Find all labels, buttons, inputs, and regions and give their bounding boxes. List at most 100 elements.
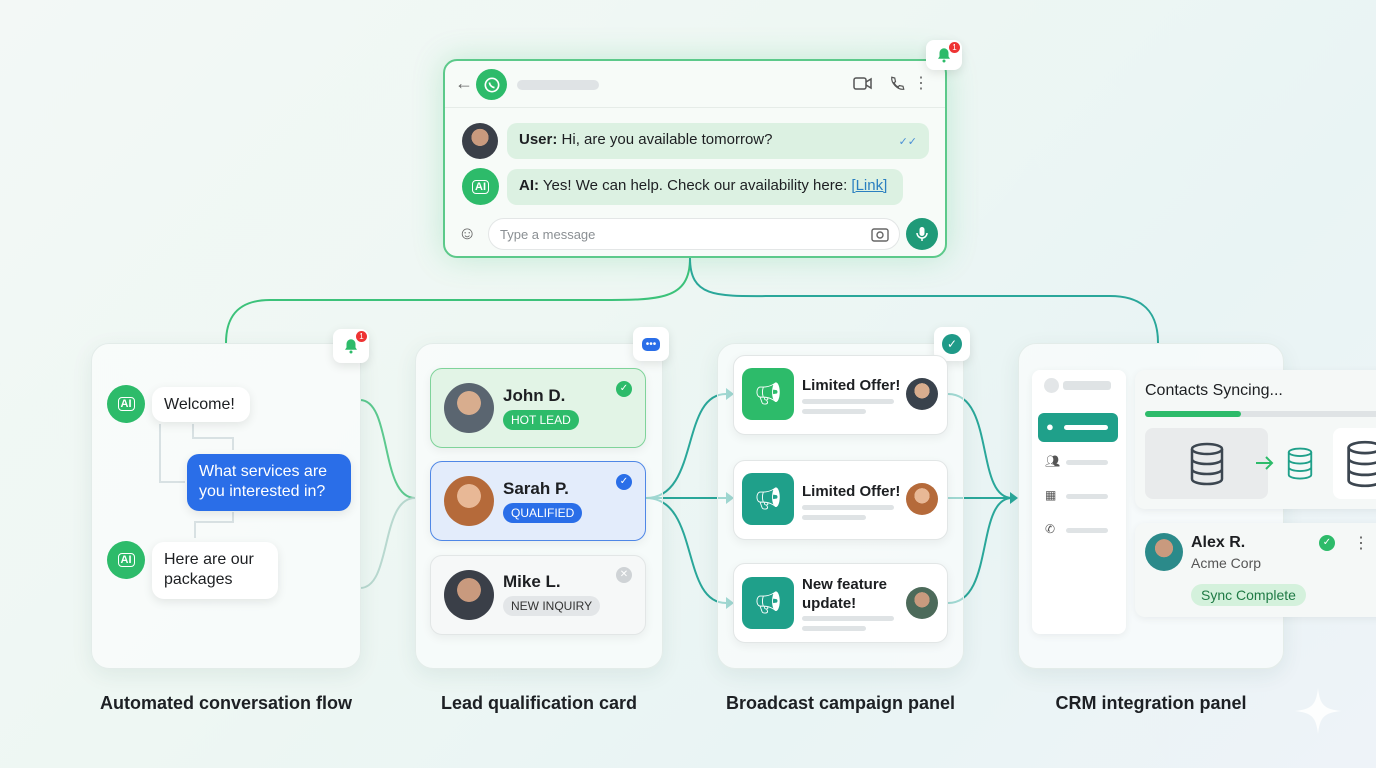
placeholder-line <box>802 616 894 621</box>
lead-avatar <box>444 383 494 433</box>
lead-status-tag: HOT LEAD <box>503 410 579 430</box>
broadcast-caption: Broadcast campaign panel <box>725 693 956 713</box>
database-icon <box>1190 442 1223 485</box>
notification-count: 1 <box>949 42 960 53</box>
lead-status-tag: QUALIFIED <box>503 503 583 523</box>
sync-status-card: Contacts Syncing... <box>1135 370 1376 509</box>
message-input-placeholder: Type a message <box>500 227 596 242</box>
sync-status-tag: Sync Complete <box>1191 584 1306 606</box>
placeholder-line <box>802 505 894 510</box>
recipient-avatar <box>906 587 938 619</box>
conversation-flow-caption: Automated conversation flow <box>99 693 353 713</box>
campaign-title: Limited Offer! <box>802 377 901 394</box>
placeholder-line <box>802 515 866 520</box>
sync-progress-fill <box>1145 411 1241 417</box>
chat-header: ← ⋮ <box>445 61 945 108</box>
lead-name: Sarah P. <box>503 479 569 498</box>
flow-notification-badge[interactable]: 1 <box>333 329 369 363</box>
lead-name: John D. <box>503 386 566 405</box>
recipient-avatar <box>906 378 938 410</box>
microphone-icon <box>916 227 928 241</box>
welcome-bubble: Welcome! <box>152 387 250 422</box>
video-call-icon[interactable] <box>853 76 873 92</box>
more-options-icon[interactable]: ⋮ <box>1353 535 1369 552</box>
packages-bubble: Here are our packages <box>152 542 278 599</box>
team-icon[interactable]: 👥︎ <box>1045 454 1061 468</box>
notification-count: 1 <box>356 331 367 342</box>
contact-name-placeholder <box>517 80 599 90</box>
bell-icon <box>938 48 950 63</box>
placeholder-line <box>1063 381 1111 390</box>
ai-sender-label: AI: <box>519 177 539 194</box>
check-icon: ✓ <box>1319 535 1335 551</box>
user-message-text: Hi, are you available tomorrow? <box>557 131 773 148</box>
placeholder-line <box>1066 528 1108 533</box>
sync-title: Contacts Syncing... <box>1145 382 1283 399</box>
contact-company: Acme Corp <box>1191 555 1262 571</box>
placeholder-line <box>1066 460 1108 465</box>
chat-notification-badge[interactable]: 1 <box>926 40 962 70</box>
crm-sidebar: ● 👥︎ ▦ ✆ <box>1032 370 1126 634</box>
placeholder-line <box>802 409 866 414</box>
read-receipt-icon: ✓✓ <box>898 136 917 148</box>
sync-progress-bar <box>1145 411 1376 417</box>
user-avatar <box>462 123 498 159</box>
ai-message-text: Yes! We can help. Check our availability… <box>539 177 852 194</box>
placeholder-line <box>802 399 894 404</box>
campaign-title: New feature update! <box>802 576 888 612</box>
phone-call-icon[interactable]: ✆ <box>1045 522 1056 536</box>
availability-link[interactable]: [Link] <box>851 177 888 194</box>
lead-card-mike[interactable] <box>430 555 646 635</box>
recipient-avatar <box>906 483 938 515</box>
sidebar-avatar-placeholder <box>1044 378 1059 393</box>
chat-badge[interactable]: ••• <box>633 327 669 361</box>
whatsapp-logo-icon <box>476 69 507 100</box>
close-icon[interactable]: ✕ <box>616 567 632 583</box>
lead-status-tag: NEW INQUIRY <box>503 596 601 616</box>
sync-arrow-icon <box>1256 456 1274 470</box>
check-circle-icon: ✓ <box>942 334 962 354</box>
placeholder-line <box>1064 425 1108 430</box>
check-icon: ✓ <box>616 474 632 490</box>
ai-message-bubble: AI: Yes! We can help. Check our availabi… <box>507 169 903 205</box>
user-message-bubble: User: Hi, are you available tomorrow? ✓✓ <box>507 123 929 159</box>
placeholder-line <box>1066 494 1108 499</box>
person-icon: ● <box>1046 419 1054 434</box>
microphone-button[interactable] <box>906 218 938 250</box>
message-input[interactable]: Type a message <box>488 218 900 250</box>
syncing-database-icon <box>1287 447 1313 480</box>
chat-window: ← ⋮ User: Hi, are you available tomorrow… <box>443 59 947 258</box>
lead-avatar <box>444 476 494 526</box>
camera-icon[interactable] <box>871 226 889 242</box>
lead-qualification-caption: Lead qualification card <box>440 693 638 713</box>
sparkle-icon <box>1295 688 1341 734</box>
back-arrow-icon[interactable]: ← <box>455 73 473 93</box>
lead-avatar <box>444 570 494 620</box>
megaphone-icon: 📢︎ <box>742 473 794 525</box>
calendar-icon[interactable]: ▦ <box>1045 488 1057 502</box>
more-options-icon[interactable]: ⋮ <box>913 75 929 92</box>
database-icon <box>1347 440 1376 488</box>
target-db-box <box>1333 428 1376 499</box>
contact-name: Alex R. <box>1191 534 1246 551</box>
ai-avatar-icon: AI <box>462 168 499 205</box>
megaphone-icon: 📢︎ <box>742 577 794 629</box>
sidebar-item-contacts[interactable]: ● <box>1038 413 1118 442</box>
bell-icon <box>345 339 357 354</box>
services-question-bubble: What services are you interested in? <box>187 454 351 511</box>
placeholder-line <box>802 626 866 631</box>
contact-avatar <box>1145 533 1183 571</box>
chat-bubble-icon: ••• <box>641 337 661 351</box>
ai-bot-icon: AI <box>107 385 145 423</box>
ai-bot-icon: AI <box>107 541 145 579</box>
contact-card[interactable]: Alex R. Acme Corp ✓ ⋮ Sync Complete <box>1135 523 1376 617</box>
lead-name: Mike L. <box>503 572 561 591</box>
crm-caption: CRM integration panel <box>1055 693 1247 713</box>
emoji-icon[interactable]: ☺ <box>458 223 477 243</box>
campaign-title: Limited Offer! <box>802 483 901 500</box>
check-icon: ✓ <box>616 381 632 397</box>
phone-icon[interactable] <box>888 75 906 93</box>
megaphone-icon: 📢︎ <box>742 368 794 420</box>
source-db-box <box>1145 428 1268 499</box>
user-sender-label: User: <box>519 131 558 148</box>
